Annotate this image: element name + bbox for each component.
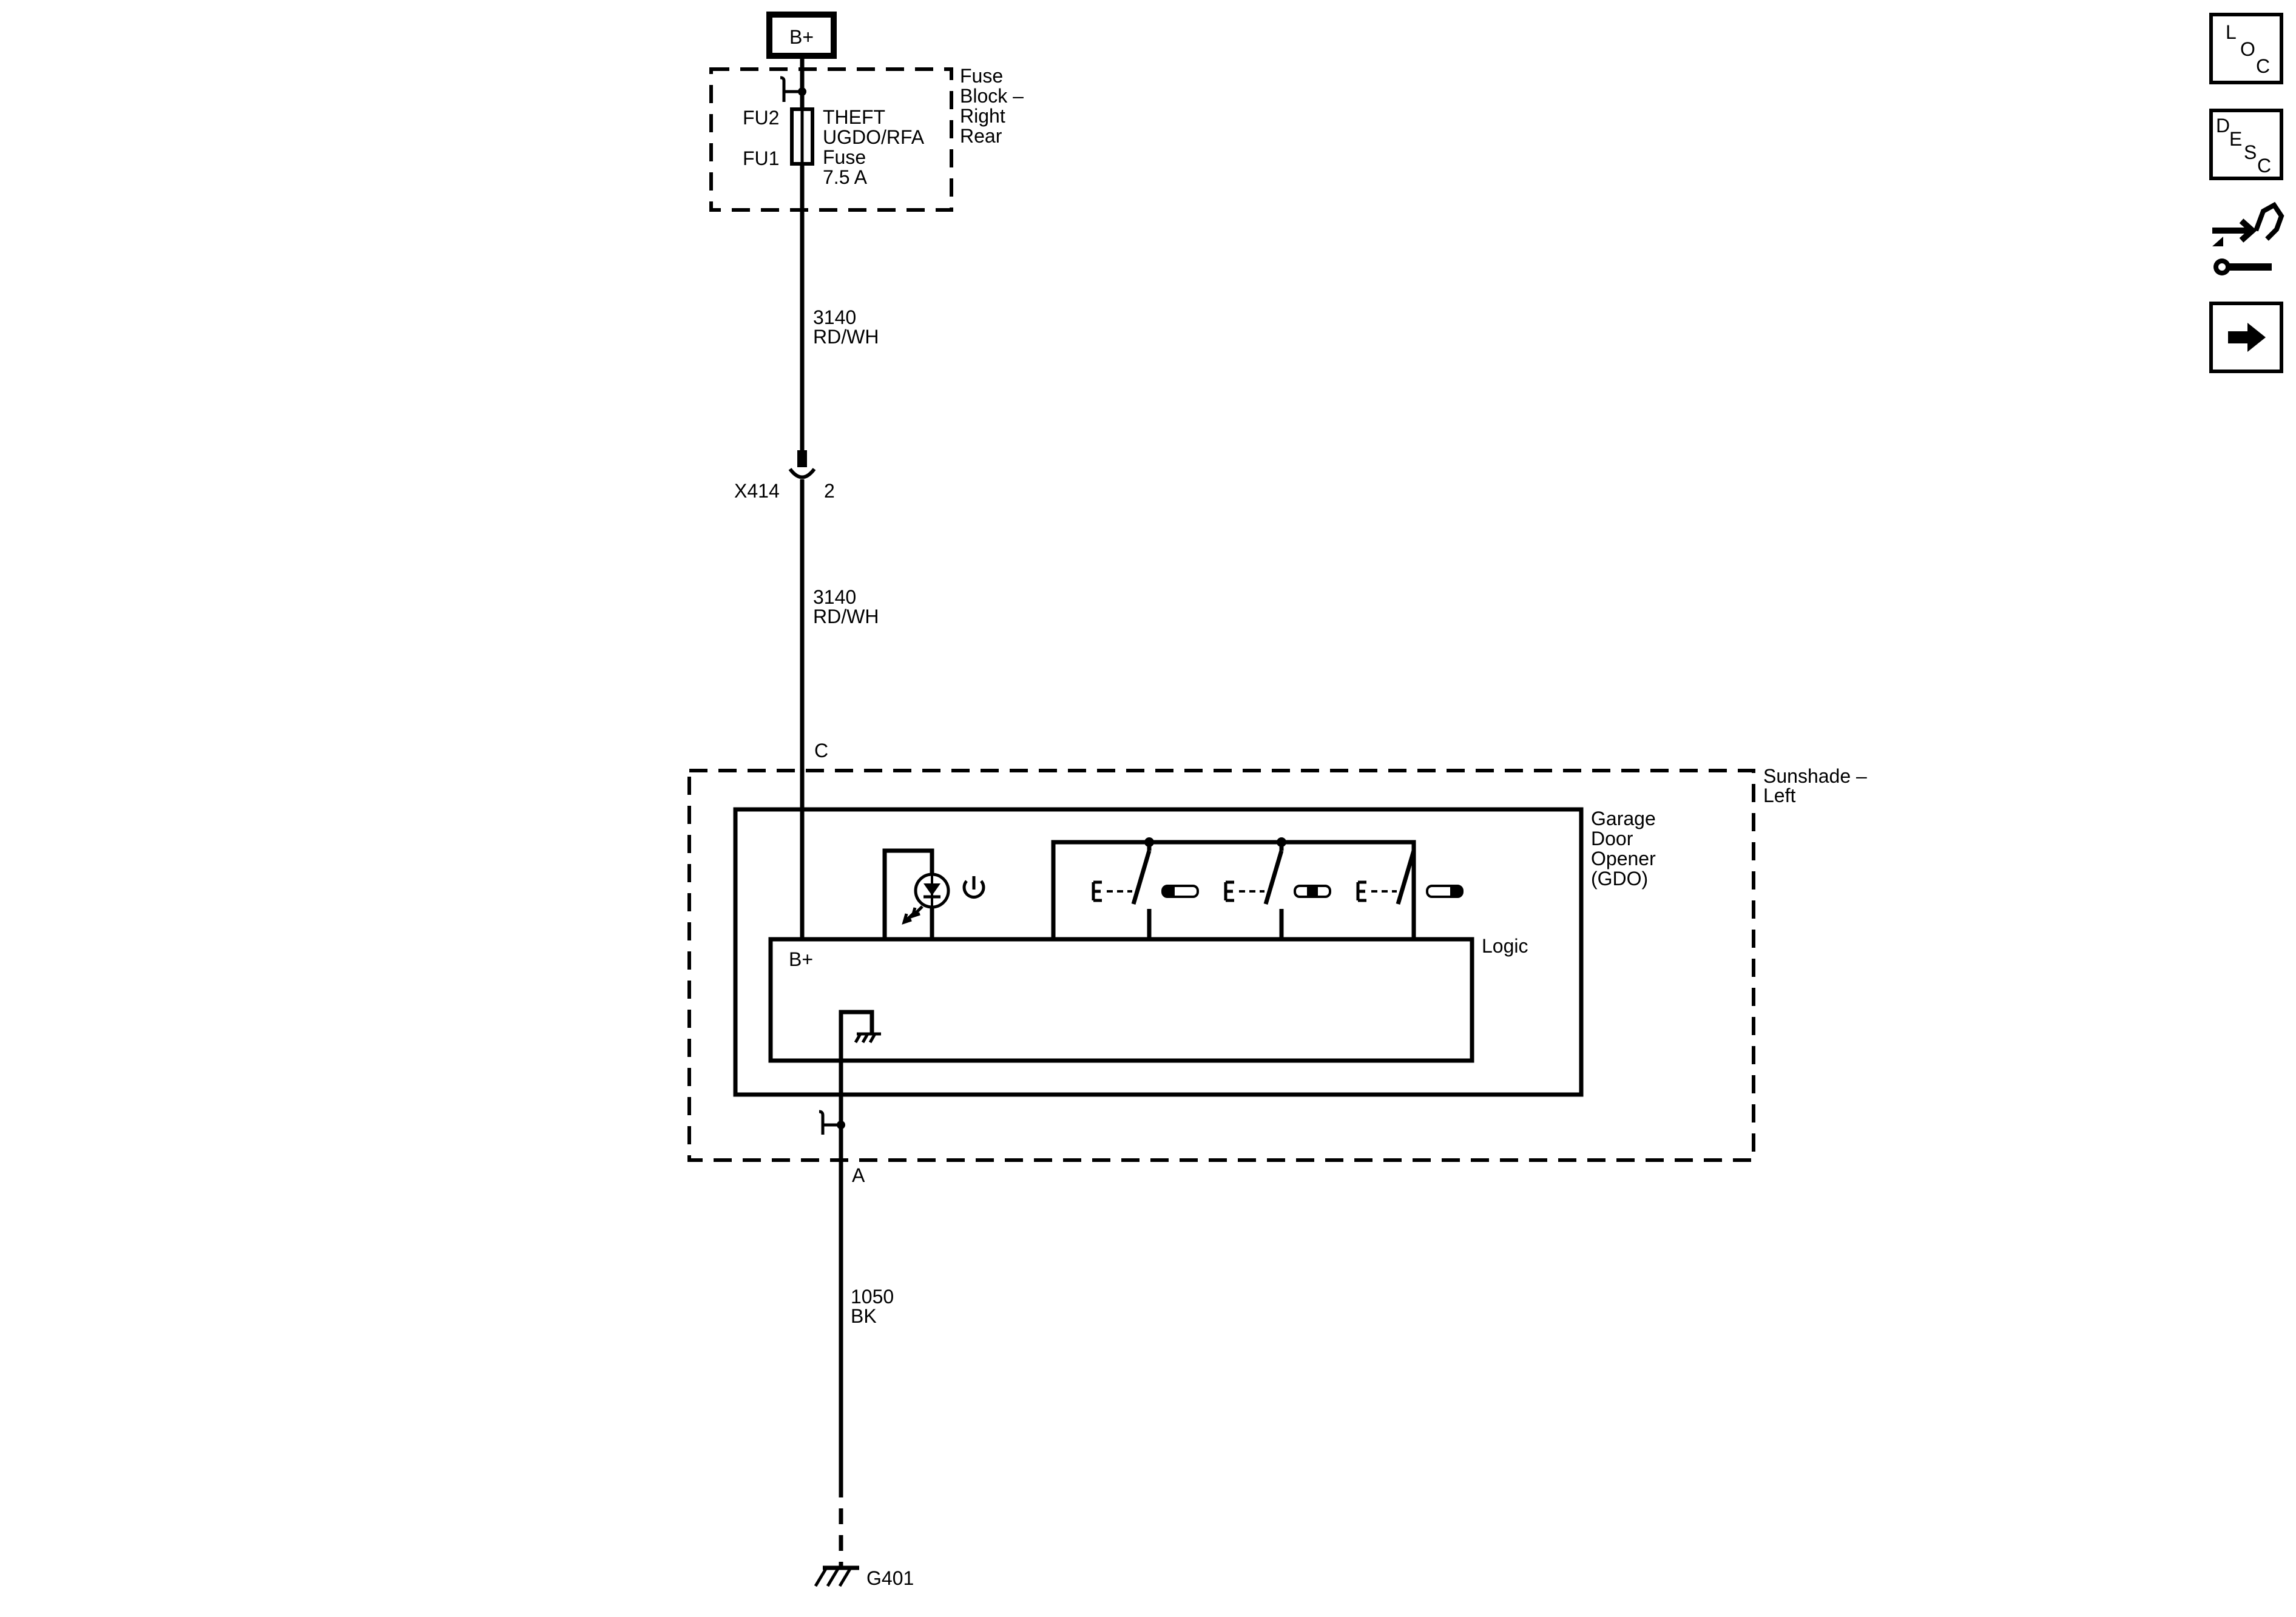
power-source-label: B+	[789, 26, 814, 48]
troubleshoot-icon[interactable]	[2212, 201, 2284, 275]
svg-text:1050 BK: 1050 BK	[851, 1286, 899, 1327]
svg-text:D: D	[2216, 115, 2230, 137]
svg-text:3140 RD/WH: 3140 RD/WH	[813, 306, 879, 348]
logic-label: Logic	[1482, 935, 1528, 957]
wire-3140-upper: 3140 RD/WH	[800, 210, 879, 454]
svg-text:O: O	[2240, 38, 2255, 60]
sunshade-left: Sunshade – Left	[687, 765, 1872, 1162]
svg-text:C: C	[2257, 155, 2271, 177]
loc-button[interactable]: L O C	[2209, 13, 2283, 84]
next-arrow-button[interactable]	[2209, 302, 2283, 373]
svg-text:S: S	[2244, 141, 2257, 163]
svg-text:C: C	[2256, 55, 2270, 77]
logic-block: Logic B+	[768, 935, 1528, 1121]
desc-button[interactable]: D E S C	[2209, 109, 2283, 180]
logic-bplus-label: B+	[789, 948, 813, 970]
fuse-block-name: Fuse Block – Right Rear	[960, 65, 1029, 147]
garage-door-opener: Garage Door Opener (GDO)	[733, 807, 1661, 1097]
next-arrow-icon	[2228, 323, 2266, 352]
switch-1-icon	[1092, 850, 1199, 939]
ground-g401: G401	[814, 1565, 914, 1589]
connector-pin: 2	[824, 480, 835, 502]
switch-3-icon	[1356, 850, 1464, 939]
svg-text:3140 RD/WH: 3140 RD/WH	[813, 586, 879, 627]
connector-name: X414	[734, 480, 780, 502]
power-symbol-icon	[962, 876, 985, 899]
wire-1050: 1050 BK	[839, 1121, 899, 1568]
wire-3140-middle: 3140 RD/WH C	[800, 479, 879, 939]
chassis-ground-icon	[854, 1032, 881, 1044]
ground-icon	[814, 1565, 859, 1587]
fuse-block: FU2 FU1 THEFT UGDO/RFA Fuse 7.5 A Fuse B…	[709, 56, 1029, 212]
ground-label: G401	[866, 1567, 914, 1589]
sunshade-name: Sunshade – Left	[1763, 765, 1872, 806]
fuse-name: THEFT UGDO/RFA Fuse 7.5 A	[823, 106, 928, 188]
button-switches	[1051, 837, 1464, 939]
svg-text:E: E	[2229, 128, 2242, 150]
fuse-fu1-label: FU1	[743, 147, 779, 169]
power-source: B+	[766, 12, 837, 59]
pin-a-label: A	[852, 1164, 865, 1186]
gdo-name: Garage Door Opener (GDO)	[1591, 808, 1661, 890]
pin-c-label: C	[814, 740, 828, 761]
svg-text:L: L	[2226, 21, 2237, 43]
switch-2-icon	[1224, 850, 1331, 939]
fuse-fu2-label: FU2	[743, 107, 779, 129]
connector-x414: X414 2	[734, 450, 835, 502]
indicator-led-icon	[882, 848, 950, 939]
